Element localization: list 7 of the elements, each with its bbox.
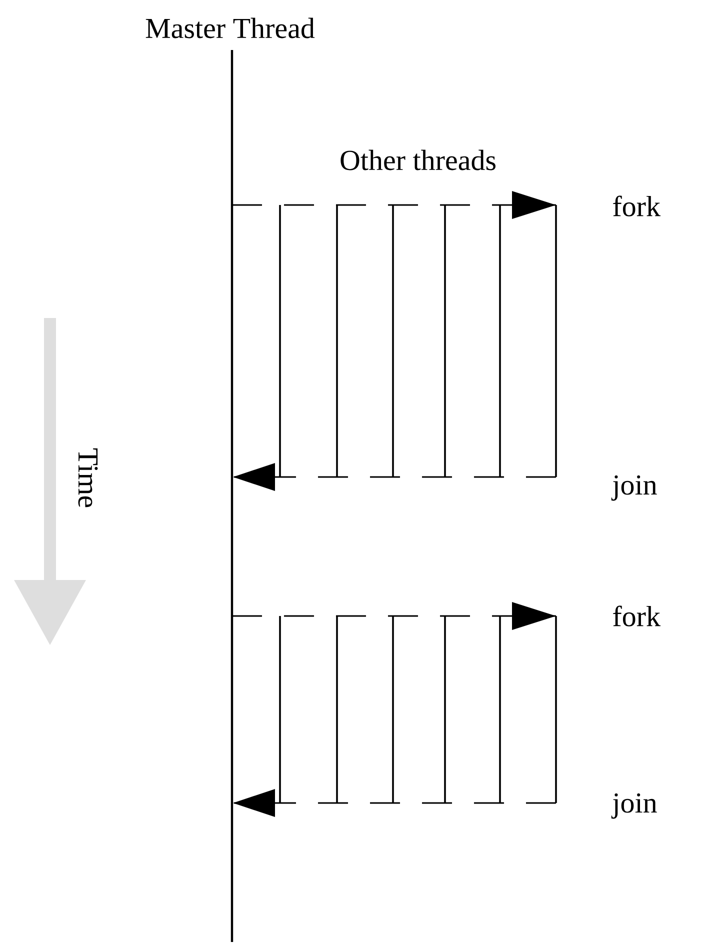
group-title: Other threads [340,150,496,170]
join-label: join [611,793,657,819]
thread-title: Master Thread [146,18,315,38]
join-label: join [611,475,657,501]
time-label: Time [78,448,98,508]
fork-label: fork [613,196,661,216]
fork-label: fork [613,606,661,626]
